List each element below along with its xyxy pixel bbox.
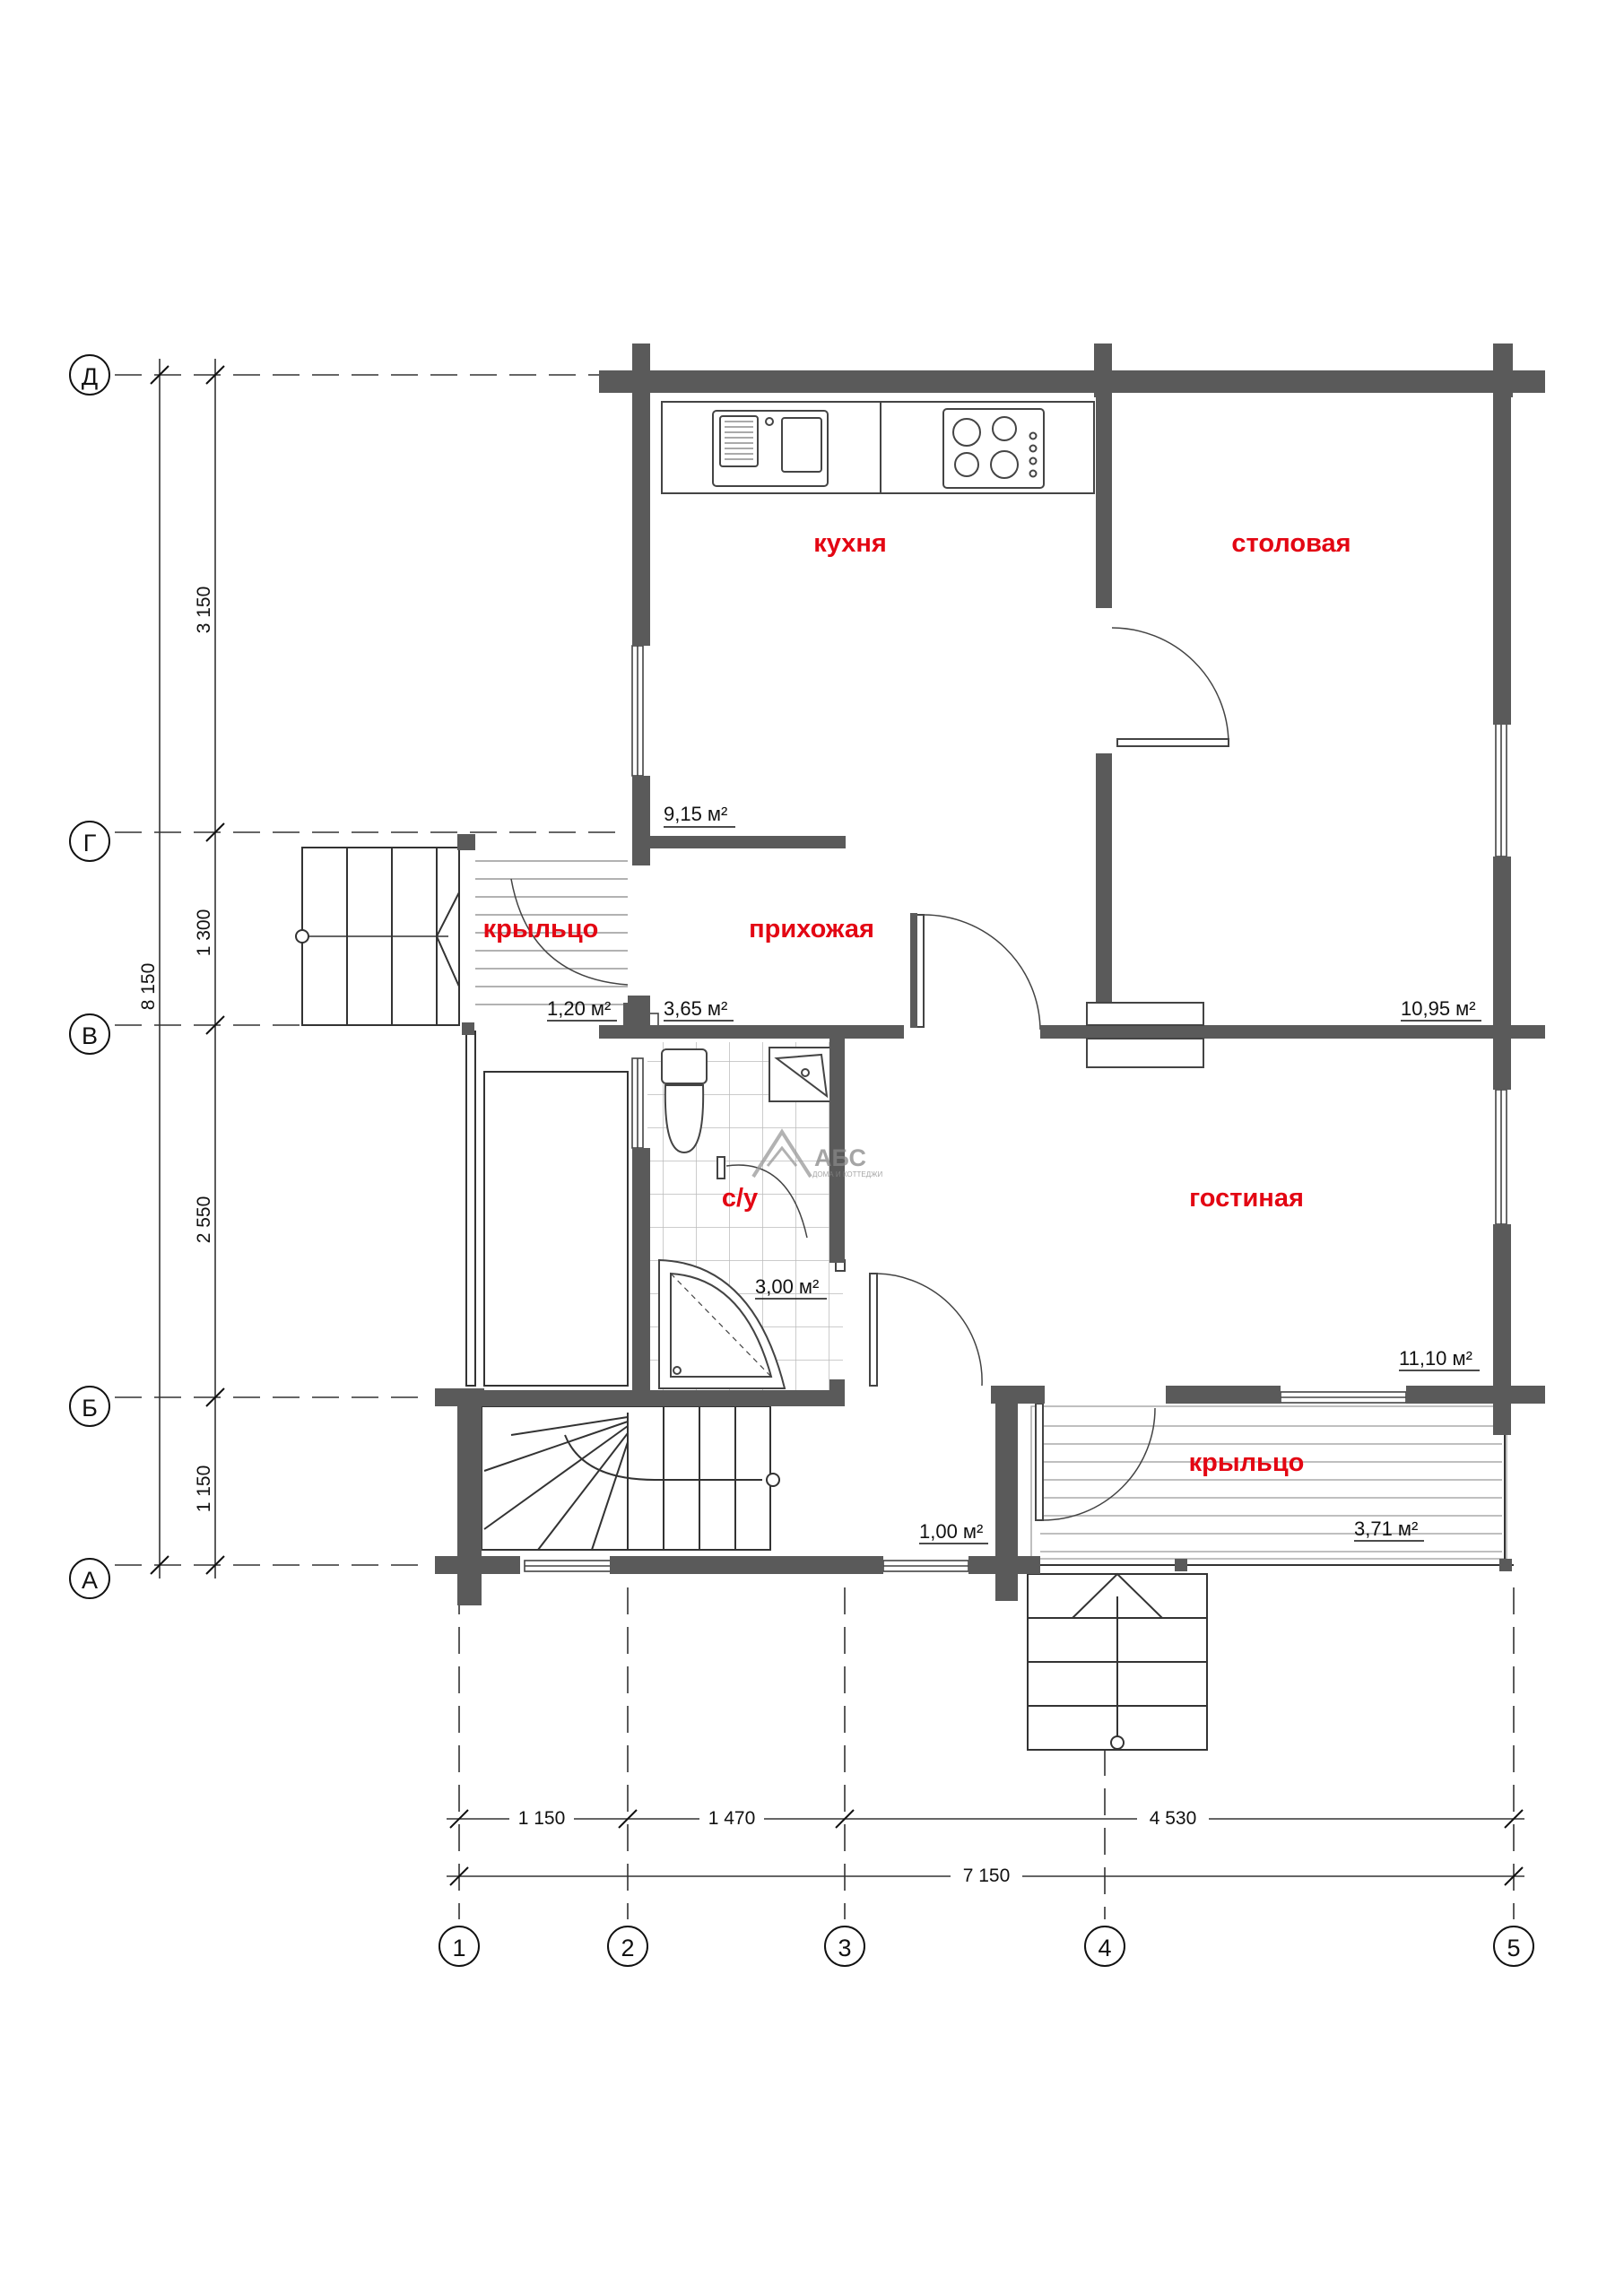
axis-marker-col-2: 2 [607, 1926, 648, 1967]
dim-label-8150: 8 150 [138, 963, 159, 1011]
dim-label-3150: 3 150 [194, 587, 214, 634]
dim-label-1470: 1 470 [708, 1808, 756, 1829]
dim-label-1150-h: 1 150 [518, 1808, 566, 1829]
brand-logo-name: АБС [814, 1144, 866, 1171]
area-dining: 10,95 м² [1401, 997, 1476, 1020]
svg-text:1: 1 [452, 1935, 465, 1961]
room-label-bathroom: с/у [722, 1184, 758, 1213]
room-label-hall: прихожая [749, 915, 874, 944]
kitchen-sink [712, 410, 829, 487]
axis-marker-col-5: 5 [1493, 1926, 1534, 1967]
axis-marker-row-g: Г [69, 821, 110, 862]
svg-text:А: А [82, 1567, 98, 1594]
dimension-ticks-left [150, 365, 225, 1575]
toilet-icon [661, 1048, 708, 1154]
left-porch-stairs [295, 847, 460, 1026]
dim-label-1150-v: 1 150 [194, 1465, 214, 1513]
svg-text:4: 4 [1098, 1935, 1111, 1961]
area-labels: 9,15 м² 1,20 м² 3,65 м² 10,95 м² 3,00 м²… [547, 803, 1481, 1544]
area-bathroom: 3,00 м² [755, 1275, 819, 1298]
room-label-dining: столовая [1231, 529, 1350, 558]
kitchen-stove [942, 408, 1045, 489]
axis-marker-row-b: Б [69, 1386, 110, 1427]
axis-marker-row-d: Д [69, 354, 110, 396]
left-porch-decking [475, 860, 628, 1005]
front-steps [1027, 1572, 1208, 1751]
area-living: 11,10 м² [1399, 1347, 1472, 1370]
room-label-porch-left: крыльцо [483, 915, 599, 944]
svg-text:Д: Д [82, 363, 98, 390]
dim-label-4530: 4 530 [1150, 1808, 1197, 1829]
room-label-porch-right: крыльцо [1189, 1448, 1305, 1477]
axis-marker-row-a: А [69, 1558, 110, 1599]
right-porch-decking [1030, 1405, 1507, 1560]
axis-marker-col-4: 4 [1084, 1926, 1125, 1967]
area-porch-left: 1,20 м² [547, 997, 611, 1020]
brand-logo: АБС ДОМА И КОТТЕДЖИ [751, 1128, 883, 1178]
dim-label-2550: 2 550 [194, 1196, 214, 1244]
svg-text:Б: Б [82, 1395, 98, 1422]
internal-staircase [481, 1405, 780, 1551]
sink-icon [769, 1047, 833, 1102]
brand-logo-tagline: ДОМА И КОТТЕДЖИ [812, 1170, 883, 1178]
svg-text:2: 2 [621, 1935, 634, 1961]
dimension-ticks-bottom [449, 1809, 1524, 1886]
area-porch-right: 3,71 м² [1354, 1518, 1418, 1540]
svg-text:3: 3 [838, 1935, 851, 1961]
walls [435, 344, 1545, 1605]
axis-marker-col-1: 1 [439, 1926, 480, 1967]
area-kitchen: 9,15 м² [664, 803, 727, 825]
dim-label-1300: 1 300 [194, 909, 214, 957]
porch-posts [462, 836, 1512, 1571]
room-label-living: гостиная [1189, 1184, 1304, 1213]
axis-marker-col-3: 3 [824, 1926, 865, 1967]
left-lower-outline [465, 1031, 629, 1387]
room-label-kitchen: кухня [813, 529, 887, 558]
area-stair: 1,00 м² [919, 1520, 983, 1543]
svg-text:Г: Г [83, 830, 97, 857]
shower-tray-icon [658, 1258, 786, 1389]
dim-label-7150: 7 150 [963, 1866, 1011, 1886]
svg-text:В: В [82, 1022, 98, 1049]
axis-marker-row-v: В [69, 1013, 110, 1055]
area-hall: 3,65 м² [664, 997, 727, 1020]
fireplace-outline [1086, 1002, 1204, 1068]
svg-text:5: 5 [1507, 1935, 1520, 1961]
